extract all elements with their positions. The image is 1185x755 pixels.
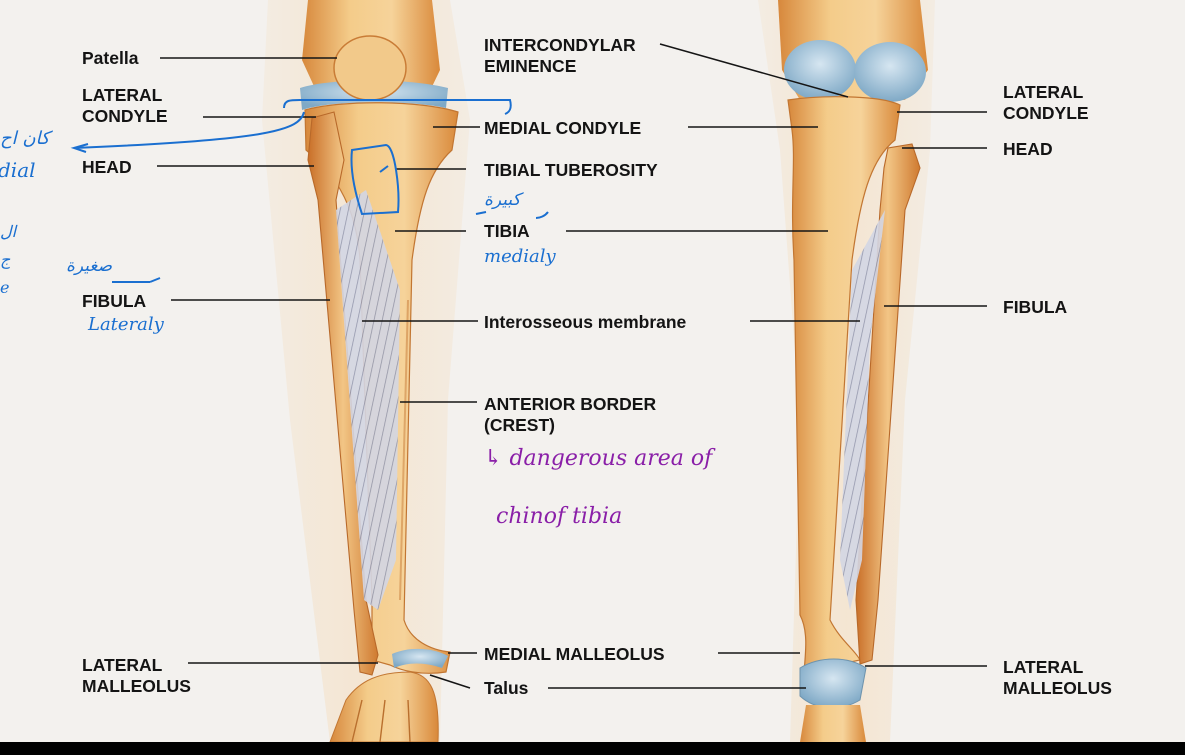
note-edge-2: ج [0, 250, 10, 269]
label-head-right: HEAD [1003, 139, 1053, 160]
note-shin-of-tibia: chinof tibia [496, 504, 622, 529]
note-big-arabic: كبيرة [484, 190, 521, 210]
label-tibial-tuberosity: TIBIAL TUBEROSITY [484, 160, 658, 181]
label-lateral-malleolus-right: LATERAL MALLEOLUS [1003, 657, 1112, 699]
label-interosseous-membrane: Interosseous membrane [484, 312, 686, 333]
label-anterior-border: ANTERIOR BORDER (CREST) [484, 394, 656, 436]
label-fibula-left: FIBULA [82, 291, 146, 312]
label-medial-malleolus: MEDIAL MALLEOLUS [484, 644, 665, 665]
label-lateral-condyle-left: LATERAL CONDYLE [82, 85, 168, 127]
label-fibula-right: FIBULA [1003, 297, 1067, 318]
patella-bone [334, 36, 406, 100]
label-patella: Patella [82, 48, 138, 69]
label-talus: Talus [484, 678, 528, 699]
note-edge-3: e [0, 278, 9, 297]
note-arrow-glyph: ↳ [484, 446, 509, 471]
note-medial-fragment: dial [0, 158, 36, 182]
note-edge-1: ال [0, 222, 16, 241]
label-intercondylar-eminence: INTERCONDYLAR EMINENCE [484, 35, 636, 77]
note-medially: medialy [484, 246, 556, 267]
note-small-arabic: صغيرة [66, 256, 112, 276]
label-head-left: HEAD [82, 157, 132, 178]
label-medial-condyle: MEDIAL CONDYLE [484, 118, 641, 139]
label-lateral-condyle-right: LATERAL CONDYLE [1003, 82, 1089, 124]
label-lateral-malleolus-left: LATERAL MALLEOLUS [82, 655, 191, 697]
note-arabic-top: كان اح [0, 128, 50, 149]
label-tibia: TIBIA [484, 221, 530, 242]
note-laterally: Lateraly [88, 314, 164, 335]
note-dangerous-area: ↳ dangerous area of [484, 446, 712, 471]
left-leg [262, 0, 470, 742]
